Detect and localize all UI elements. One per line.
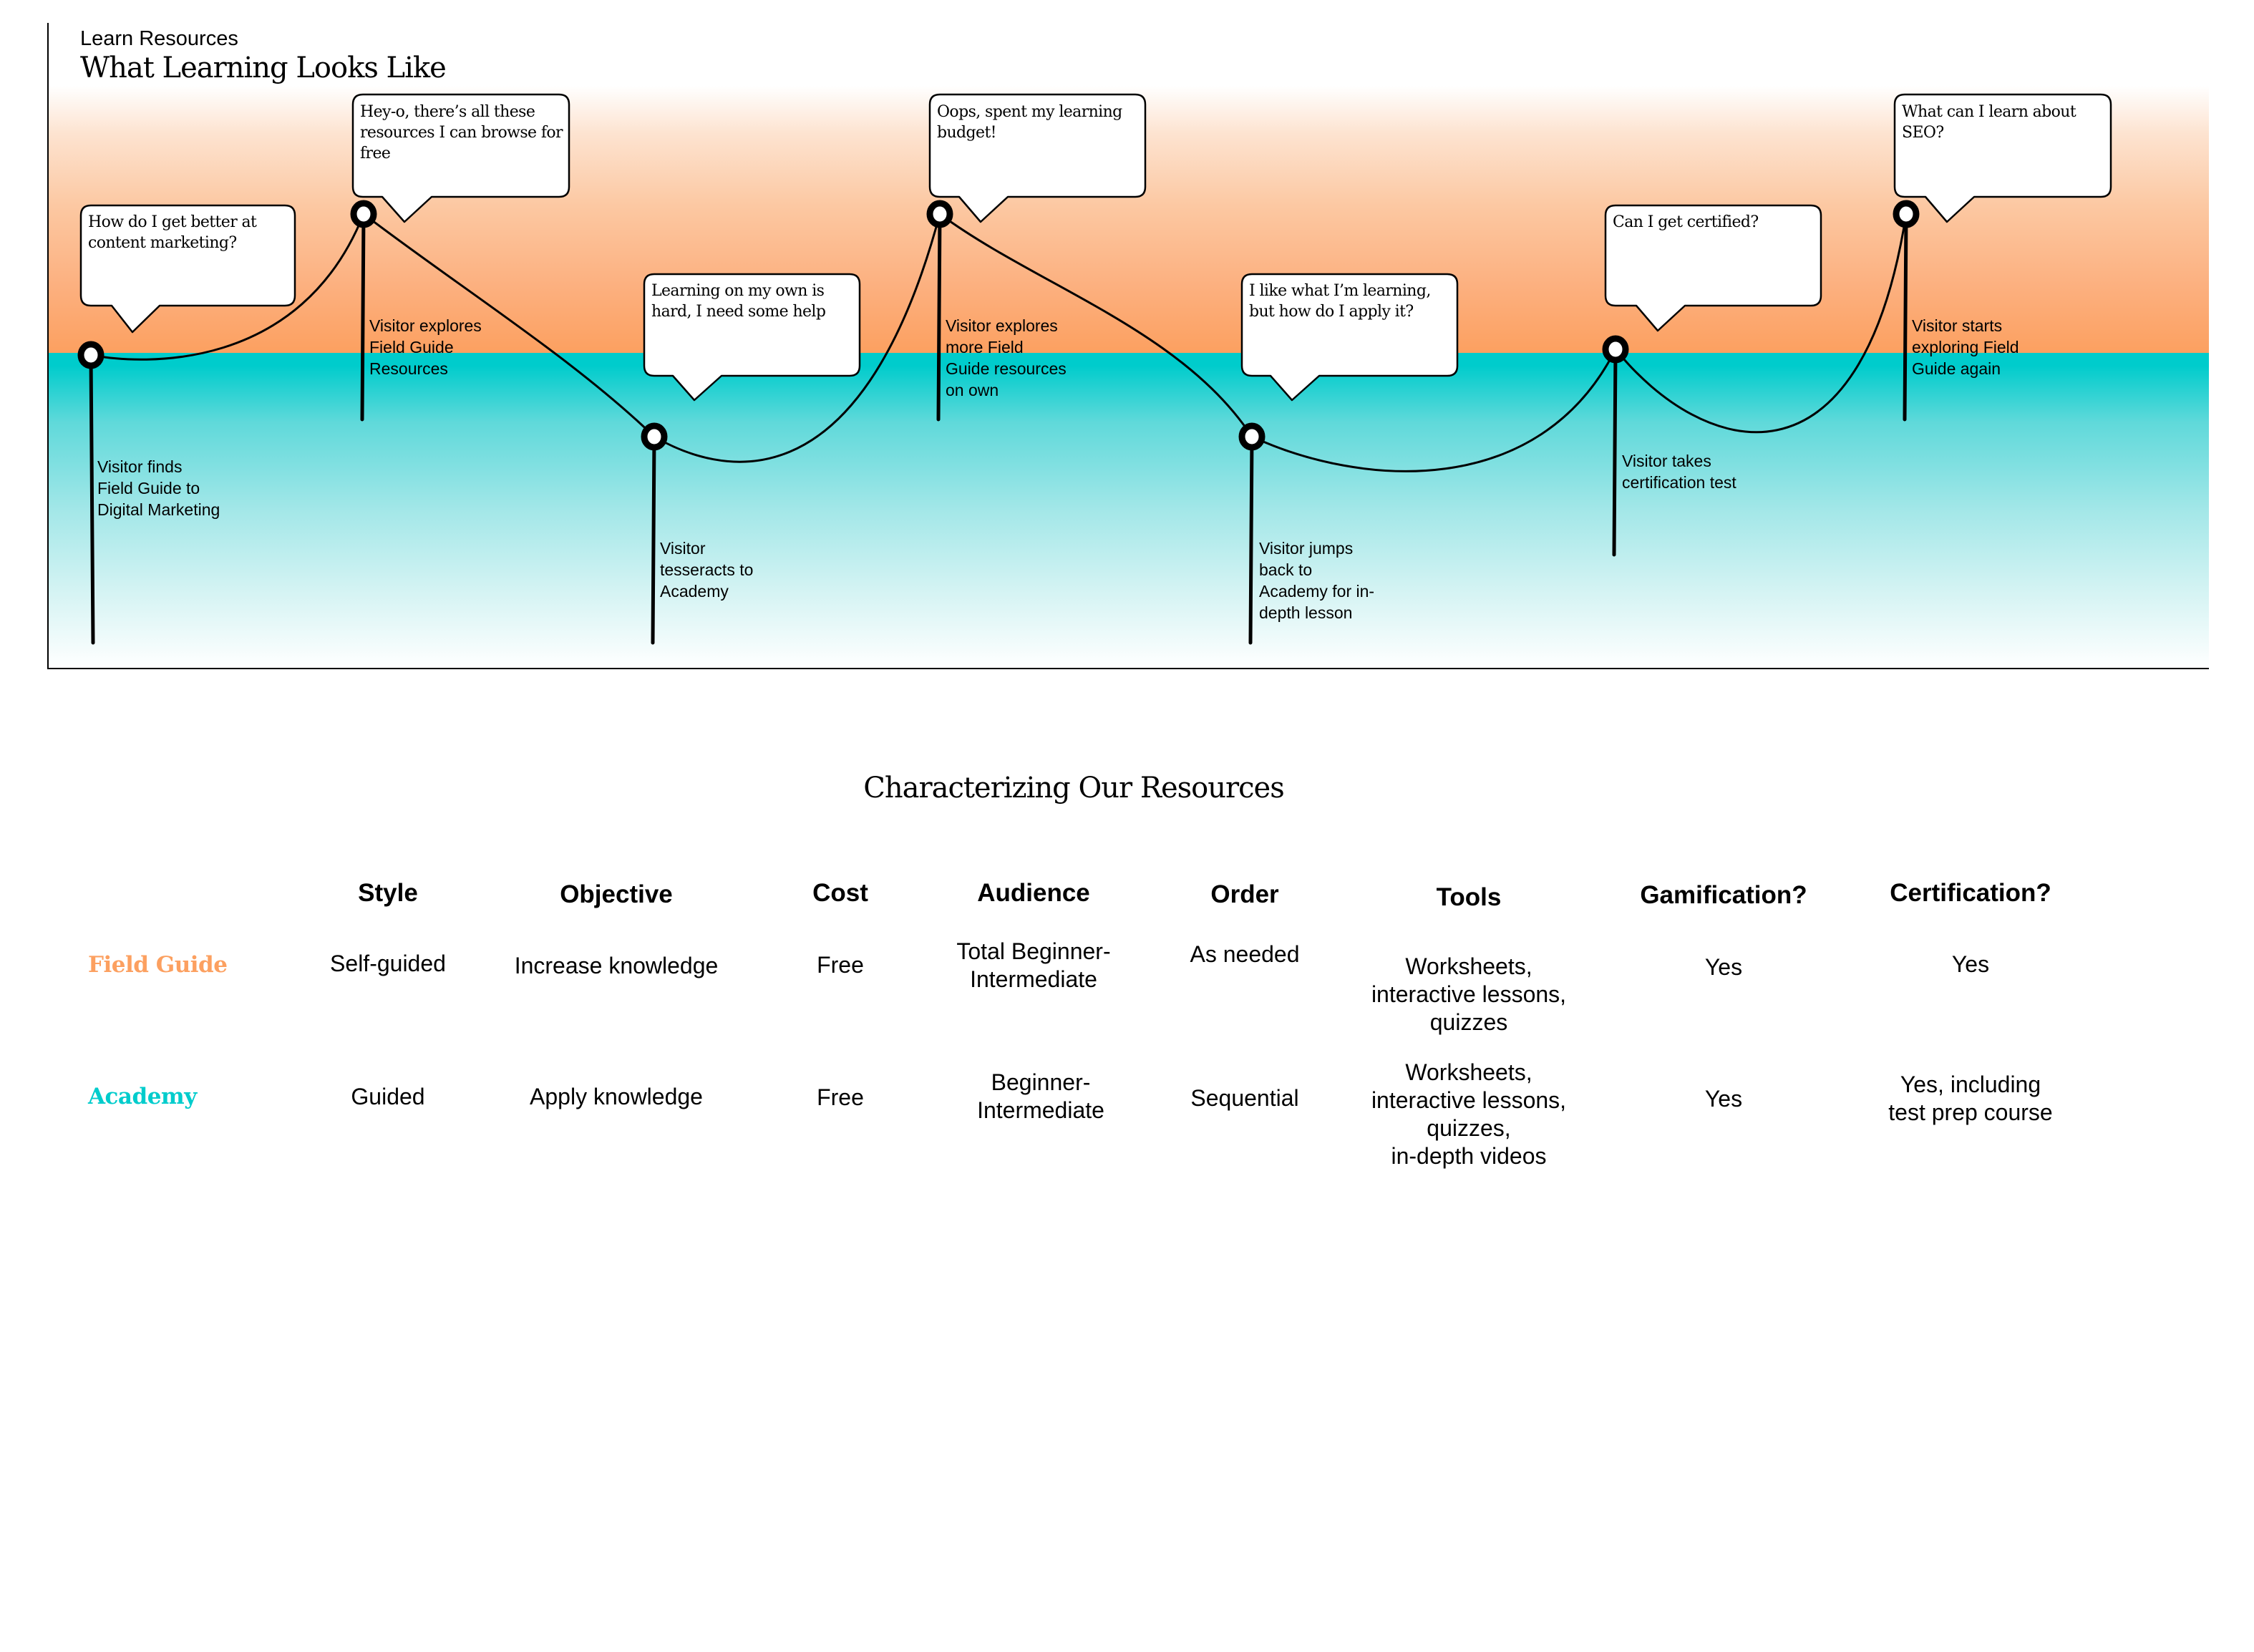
cell-order: As needed xyxy=(1190,941,1300,967)
node-1 xyxy=(77,341,105,369)
action-label: Visitor explores Field Guide Resources xyxy=(369,316,482,378)
column-header-certification: Certification? xyxy=(1890,879,2051,907)
journey-nodes xyxy=(77,200,1920,451)
action-label: Visitor jumps back to Academy for in- de… xyxy=(1259,539,1375,622)
node-7 xyxy=(1893,200,1920,228)
thought-text: What can I learn about SEO? xyxy=(1902,103,2076,142)
cell-gamification: Yes xyxy=(1704,1086,1743,1112)
cell-cost: Free xyxy=(817,952,864,978)
node-2 xyxy=(350,200,377,228)
cell-certification: Yes, including test prep course xyxy=(1888,1072,2053,1125)
stem-2 xyxy=(360,212,366,422)
column-header-order: Order xyxy=(1210,880,1279,908)
cell-tools: Worksheets, interactive lessons, quizzes xyxy=(1371,953,1567,1035)
cell-order: Sequential xyxy=(1190,1085,1299,1111)
stem-5 xyxy=(1248,434,1254,645)
axis-left xyxy=(47,23,49,669)
thought-text: Oops, spent my learning budget! xyxy=(937,103,1122,142)
cell-style: Guided xyxy=(351,1084,425,1109)
cell-tools: Worksheets, interactive lessons, quizzes… xyxy=(1371,1059,1567,1169)
speech-bubble-1 xyxy=(79,204,296,334)
speech-bubble-3 xyxy=(643,273,861,402)
action-label: Visitor explores more Field Guide resour… xyxy=(946,316,1067,399)
cell-objective: Increase knowledge xyxy=(514,953,719,978)
axis-bottom xyxy=(47,668,2209,669)
academy-zone xyxy=(49,353,2209,668)
cell-cost: Free xyxy=(817,1084,864,1110)
node-5 xyxy=(1238,422,1266,451)
thought-text: Hey-o, there’s all these resources I can… xyxy=(360,103,563,162)
thought-text: How do I get better at content marketing… xyxy=(88,213,257,252)
speech-bubble-2 xyxy=(351,93,570,223)
row-label-academy: Academy xyxy=(88,1084,197,1109)
thought-text: Learning on my own is hard, I need some … xyxy=(651,282,826,321)
node-6 xyxy=(1602,335,1629,364)
column-header-tools: Tools xyxy=(1436,883,1502,911)
column-header-style: Style xyxy=(358,879,418,907)
node-4 xyxy=(926,200,953,228)
stem-3 xyxy=(651,434,656,645)
column-header-gamification: Gamification? xyxy=(1640,881,1807,909)
stem-7 xyxy=(1903,212,1908,422)
stems xyxy=(89,212,1908,645)
thought-text: I like what I’m learning, but how do I a… xyxy=(1249,282,1431,321)
stem-6 xyxy=(1612,347,1618,557)
speech-bubble-7 xyxy=(1893,93,2112,223)
cell-audience: Total Beginner- Intermediate xyxy=(956,938,1111,992)
section-subtitle: Learn Resources xyxy=(80,27,238,50)
column-header-audience: Audience xyxy=(977,879,1090,907)
journey-map: Learn Resources What Learning Looks Like xyxy=(0,0,2254,687)
comparison-title: Characterizing Our Resources xyxy=(863,772,1284,805)
action-label: Visitor starts exploring Field Guide aga… xyxy=(1912,316,2019,378)
cell-certification: Yes xyxy=(1951,951,1990,977)
speech-bubble-5 xyxy=(1240,273,1459,402)
journey-graphics xyxy=(77,93,2112,645)
speech-bubble-4 xyxy=(928,93,1147,223)
thought-text: Can I get certified? xyxy=(1613,213,1759,231)
node-3 xyxy=(641,422,668,451)
column-header-cost: Cost xyxy=(812,879,868,907)
cell-style: Self-guided xyxy=(330,951,446,976)
speech-bubble-6 xyxy=(1604,204,1822,332)
speech-bubbles xyxy=(79,93,2112,402)
page-title: What Learning Looks Like xyxy=(80,52,447,84)
action-label: Visitor takes certification test xyxy=(1622,452,1736,492)
cell-gamification: Yes xyxy=(1704,954,1743,980)
row-label-field-guide: Field Guide xyxy=(88,952,228,978)
action-label: Visitor tesseracts to Academy xyxy=(660,539,754,601)
stem-4 xyxy=(936,212,942,422)
cell-objective: Apply knowledge xyxy=(530,1084,703,1109)
cell-audience: Beginner- Intermediate xyxy=(977,1069,1104,1123)
action-label: Visitor finds Field Guide to Digital Mar… xyxy=(97,457,220,519)
stem-1 xyxy=(89,353,95,645)
column-header-objective: Objective xyxy=(560,880,673,908)
